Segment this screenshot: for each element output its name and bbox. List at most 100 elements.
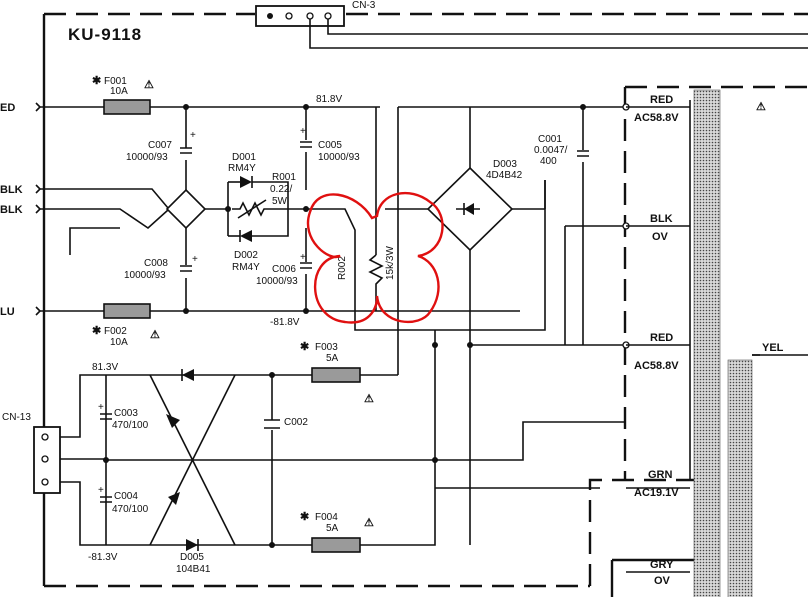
d002-part: RM4Y — [232, 262, 260, 273]
diode-x-upper — [166, 414, 180, 428]
c001-value1: 0.0047/ — [534, 145, 568, 156]
c008-name: C008 — [144, 258, 168, 269]
f004-rating: 5A — [326, 523, 339, 534]
transformer-warning-icon: ⚠ — [756, 101, 766, 113]
capacitor-c007: + C007 10000/93 — [126, 130, 196, 163]
svg-text:+: + — [98, 402, 104, 413]
fuse-f001: ✱ F001 10A ⚠ — [92, 75, 154, 115]
voltage-neg-main: -81.8V — [270, 317, 300, 328]
f001-star-mark: ✱ — [92, 75, 101, 87]
c007-name: C007 — [148, 140, 172, 151]
d005-part: 104B41 — [176, 564, 211, 575]
voltage-pos-main: 81.8V — [316, 94, 342, 105]
f002-warning-icon: ⚠ — [150, 329, 160, 341]
c006-value: 10000/93 — [256, 276, 298, 287]
c003-value: 470/100 — [112, 420, 149, 431]
tr-ac3-label: AC19.1V — [634, 487, 679, 499]
c001-value2: 400 — [540, 156, 557, 167]
capacitor-c008: + C008 10000/93 — [124, 254, 198, 281]
input-red-label: ED — [0, 102, 15, 114]
tr-ov2-label: OV — [654, 575, 671, 587]
svg-text:+: + — [98, 485, 104, 496]
main-wiring — [40, 106, 626, 546]
board-title: KU-9118 — [68, 25, 142, 44]
diode-d002: D002 RM4Y — [232, 230, 270, 273]
f003-rating: 5A — [326, 353, 339, 364]
f001-warning-icon: ⚠ — [144, 79, 154, 91]
r001-name: R001 — [272, 172, 296, 183]
tr-red1-label: RED — [650, 94, 673, 106]
c001-name: C001 — [538, 134, 562, 145]
d003-part: 4D4B42 — [486, 170, 523, 181]
r002-name: R002 — [337, 256, 348, 280]
diode-d003: D003 4D4B42 — [456, 159, 523, 215]
tr-grn-label: GRN — [648, 469, 673, 481]
c004-name: C004 — [114, 491, 138, 502]
tr-ac2-label: AC58.8V — [634, 360, 679, 372]
input-blu-label: LU — [0, 306, 15, 318]
highlight-annotation — [306, 191, 444, 324]
f002-rating: 10A — [110, 337, 128, 348]
tr-blk-label: BLK — [650, 213, 673, 225]
tr-yel-label: YEL — [762, 342, 784, 354]
r001-value1: 0.22/ — [270, 184, 292, 195]
f001-name: F001 — [104, 76, 127, 87]
f002-name: F002 — [104, 326, 127, 337]
d001-name: D001 — [232, 152, 256, 163]
c008-value: 10000/93 — [124, 270, 166, 281]
r001-value2: 5W — [272, 196, 288, 207]
f004-warning-icon: ⚠ — [364, 517, 374, 529]
tr-ov1-label: OV — [652, 231, 669, 243]
cn13-label: CN-13 — [2, 412, 31, 423]
c004-value: 470/100 — [112, 504, 149, 515]
tr-gry-label: GRY — [650, 559, 674, 571]
d002-name: D002 — [234, 250, 258, 261]
d005-name: D005 — [180, 552, 204, 563]
capacitor-c002: C002 — [264, 417, 308, 429]
tr-ac1-label: AC58.8V — [634, 112, 679, 124]
f002-star-mark: ✱ — [92, 325, 101, 337]
c005-value: 10000/93 — [318, 152, 360, 163]
input-blk1-label: BLK — [0, 184, 23, 196]
resistor-r001: R001 0.22/ 5W — [232, 172, 296, 219]
diode-x-lower — [168, 492, 180, 505]
capacitor-c005: + C005 10000/93 — [300, 126, 360, 163]
f001-rating: 10A — [110, 86, 128, 97]
voltage-neg-aux: -81.3V — [88, 552, 118, 563]
svg-text:+: + — [192, 254, 198, 265]
c002-name: C002 — [284, 417, 308, 428]
junction-dots — [103, 103, 630, 548]
diode-top-aux — [181, 369, 194, 381]
fuse-f002: ✱ F002 10A ⚠ — [92, 303, 160, 348]
fuse-f004: ✱ F004 5A ⚠ — [300, 511, 374, 553]
input-blk2-label: BLK — [0, 204, 23, 216]
resistor-r002: R002 15k/3W — [337, 246, 396, 311]
cn3-label: CN-3 — [352, 0, 376, 11]
r002-value: 15k/3W — [385, 246, 396, 280]
f004-star-mark: ✱ — [300, 511, 309, 523]
fuse-f003: ✱ F003 5A ⚠ — [300, 341, 374, 405]
capacitor-c001: C001 0.0047/ 400 — [534, 134, 589, 167]
svg-text:+: + — [300, 126, 306, 137]
c003-name: C003 — [114, 408, 138, 419]
d003-name: D003 — [493, 159, 517, 170]
f003-name: F003 — [315, 342, 338, 353]
f004-name: F004 — [315, 512, 338, 523]
connector-cn13: CN-13 — [2, 412, 61, 494]
c005-name: C005 — [318, 140, 342, 151]
diode-d005: D005 104B41 — [176, 539, 211, 575]
svg-text:+: + — [190, 130, 196, 141]
d001-part: RM4Y — [228, 163, 256, 174]
f003-warning-icon: ⚠ — [364, 393, 374, 405]
capacitor-c006: + C006 10000/93 — [256, 252, 312, 287]
f003-star-mark: ✱ — [300, 341, 309, 353]
input-terminals: ED BLK BLK LU — [0, 102, 42, 318]
tr-red2-label: RED — [650, 332, 673, 344]
c007-value: 10000/93 — [126, 152, 168, 163]
c006-name: C006 — [272, 264, 296, 275]
transformer: ⚠ RED AC58.8V BLK OV RED AC58.8V YEL GRN… — [626, 89, 808, 597]
svg-text:+: + — [300, 252, 306, 263]
diode-d001: D001 RM4Y — [228, 152, 270, 188]
capacitor-c003: + C003 470/100 — [98, 402, 149, 431]
